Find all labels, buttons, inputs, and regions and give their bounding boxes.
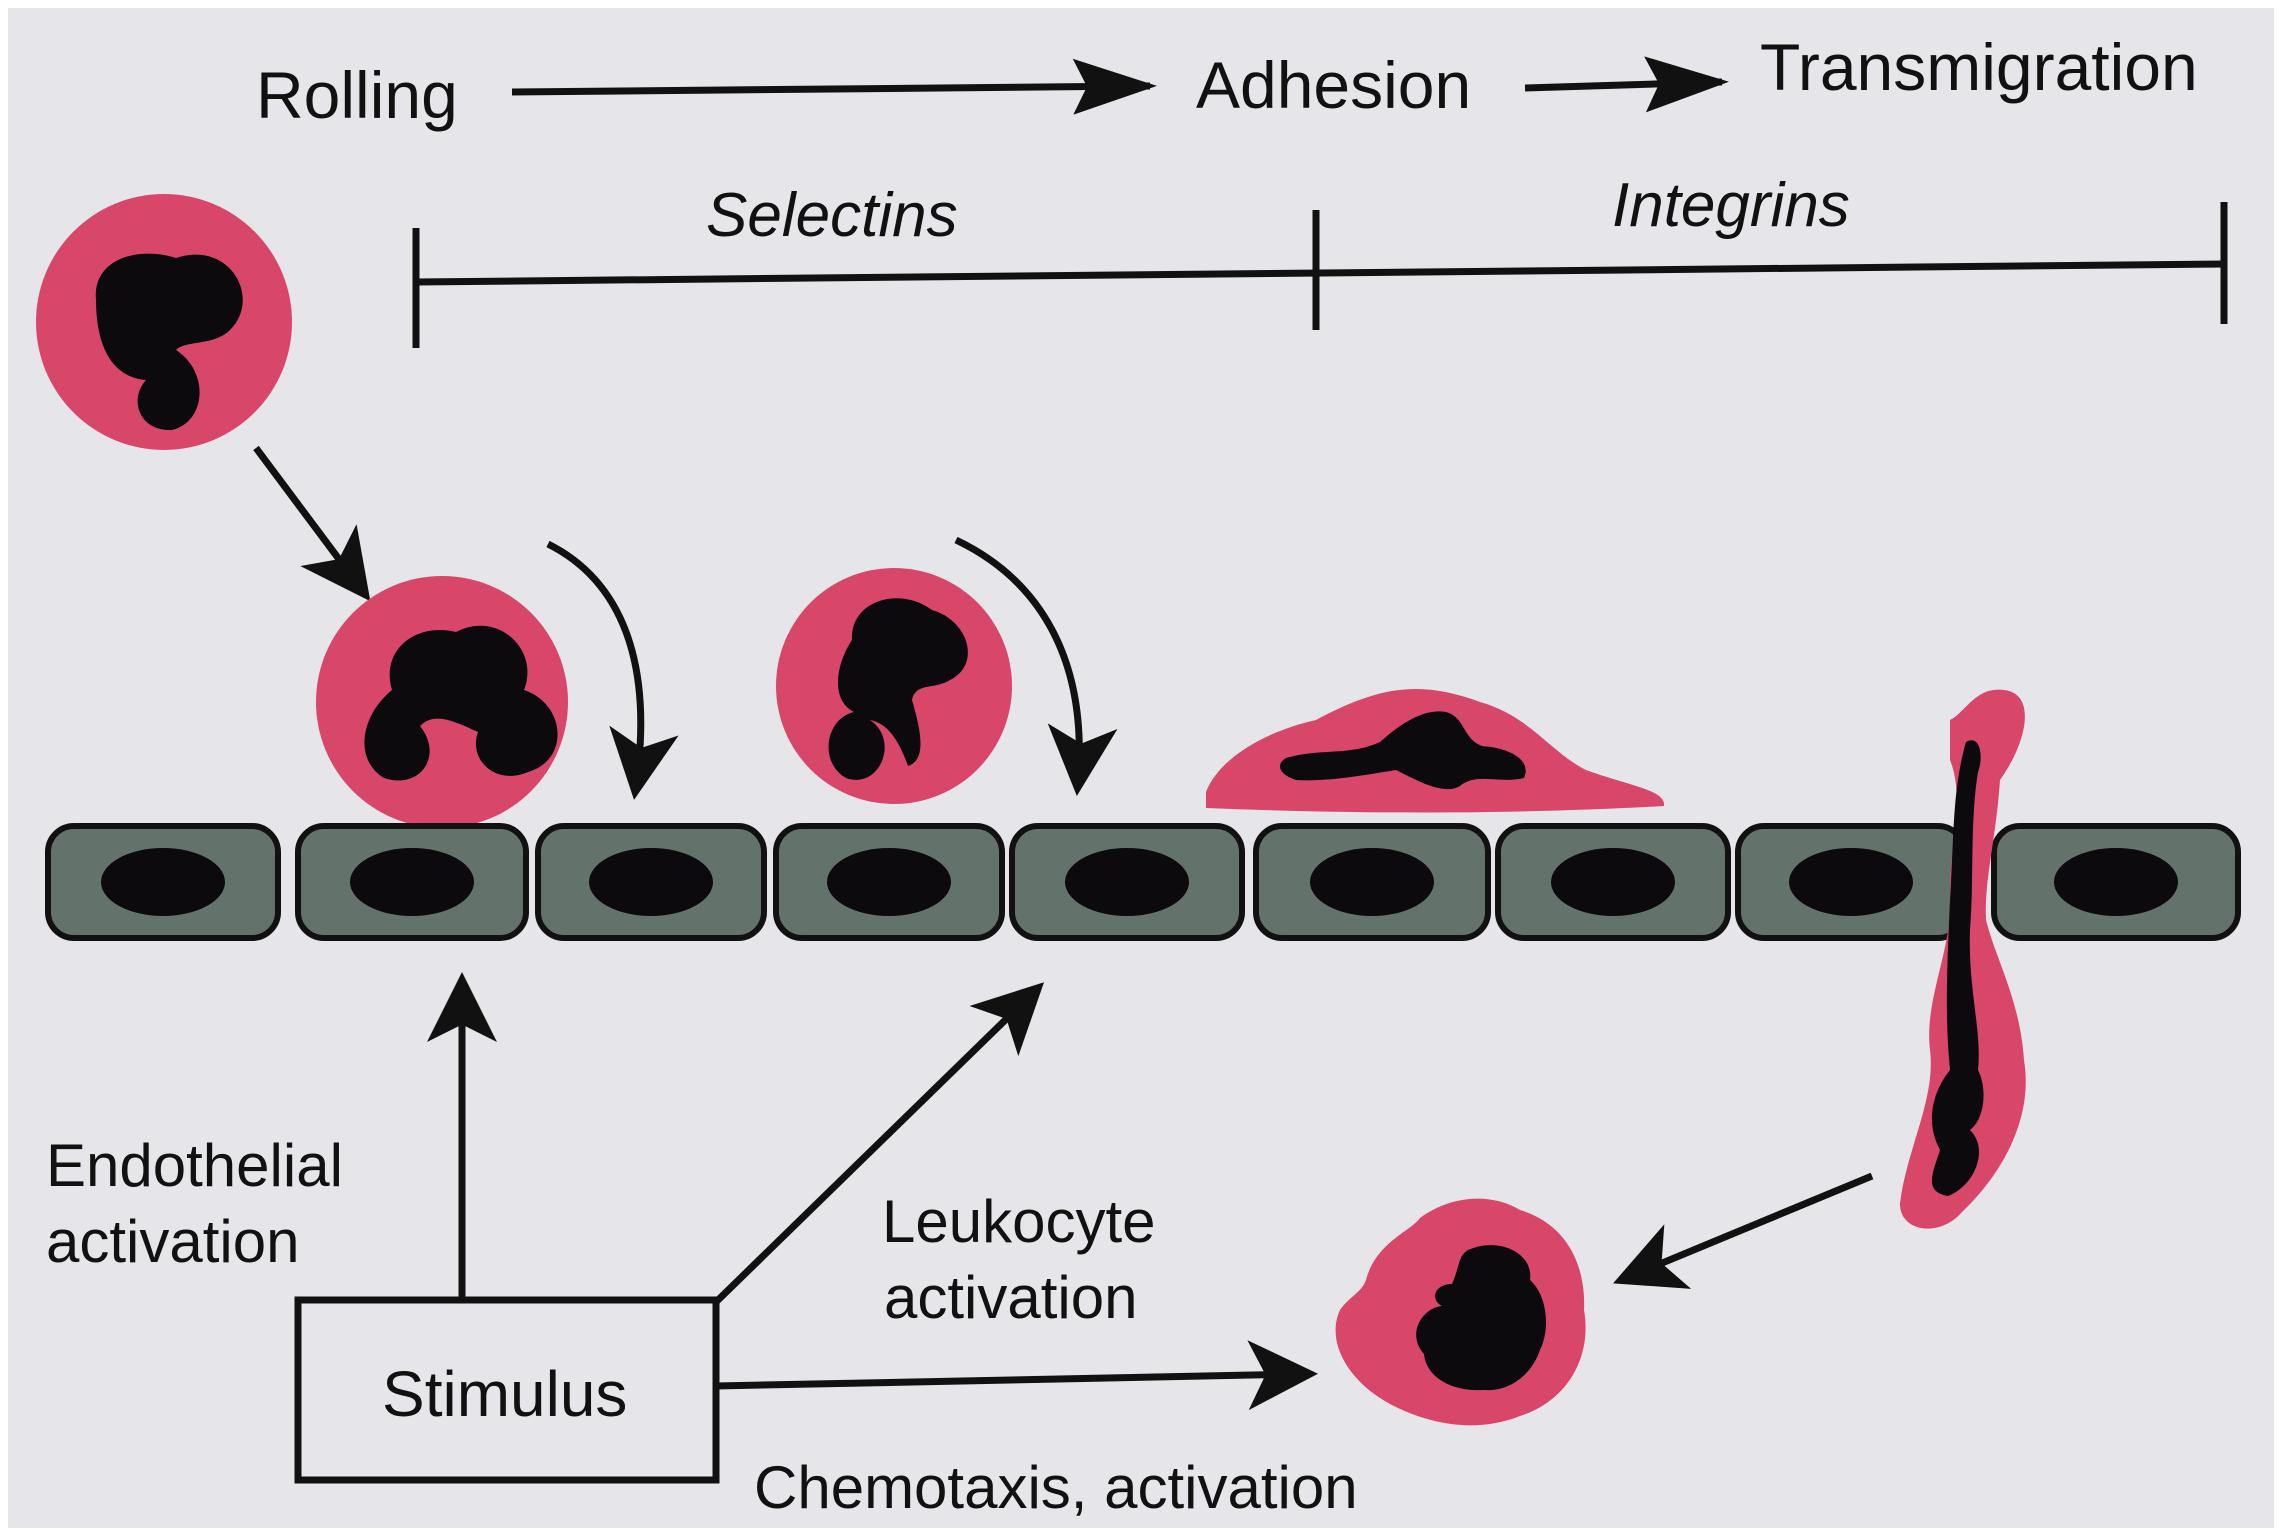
chemotaxis-label: Chemotaxis, activation bbox=[754, 1454, 1358, 1521]
molecule-timeline-bracket bbox=[412, 202, 2228, 348]
endothelial-nucleus bbox=[1065, 848, 1189, 916]
chemotaxis-arrow bbox=[715, 1340, 1318, 1411]
selectins-label: Selectins bbox=[706, 181, 958, 250]
rolling-to-adhesion-arrow bbox=[511, 58, 1157, 115]
stimulus-box bbox=[294, 1296, 720, 1484]
nucleus bbox=[1416, 1245, 1546, 1391]
endothelial-activation-label-line1: Endothelial bbox=[46, 1132, 343, 1199]
step-transmigration-label: Transmigration bbox=[1760, 30, 2198, 104]
endothelial-activation-label-line2: activation bbox=[46, 1208, 299, 1275]
endothelial-nucleus bbox=[350, 848, 474, 916]
leukocyte-activation-arrow bbox=[713, 982, 1045, 1305]
endothelial-nucleus bbox=[1310, 848, 1434, 916]
rolling-motion-arrow-1 bbox=[546, 540, 679, 800]
endothelial-nucleus bbox=[827, 848, 951, 916]
nucleus bbox=[95, 253, 243, 431]
endothelial-nucleus bbox=[101, 848, 225, 916]
adherent-leukocyte bbox=[1206, 689, 1665, 813]
endothelial-nucleus bbox=[2054, 848, 2178, 916]
rolling-motion-arrow-2 bbox=[954, 536, 1118, 796]
step-adhesion-label: Adhesion bbox=[1196, 48, 1471, 122]
endothelial-nucleus bbox=[589, 848, 713, 916]
nucleus bbox=[1931, 740, 1984, 1196]
integrins-label: Integrins bbox=[1612, 171, 1850, 240]
endothelial-cell-layer bbox=[45, 823, 2241, 941]
stimulus-label: Stimulus bbox=[382, 1358, 627, 1430]
step-rolling-label: Rolling bbox=[256, 58, 458, 132]
adhesion-to-transmigration-arrow bbox=[1524, 56, 1729, 113]
free-leukocyte bbox=[36, 194, 292, 450]
endothelial-nucleus bbox=[1789, 848, 1913, 916]
margination-arrow bbox=[253, 445, 371, 602]
transmigrating-leukocyte bbox=[1900, 689, 2026, 1229]
migration-arrow bbox=[1613, 1172, 1874, 1289]
nucleus bbox=[364, 625, 558, 781]
leukocyte-activation-label-line1: Leukocyte bbox=[882, 1188, 1156, 1255]
nucleus bbox=[828, 598, 968, 780]
rolling-leukocyte-1 bbox=[316, 576, 568, 828]
rolling-leukocyte-2 bbox=[776, 568, 1012, 804]
endothelial-nucleus bbox=[1551, 848, 1675, 916]
nucleus bbox=[1280, 711, 1526, 790]
extravasated-leukocyte bbox=[1335, 1198, 1586, 1426]
leukocyte-activation-label-line2: activation bbox=[884, 1264, 1137, 1331]
